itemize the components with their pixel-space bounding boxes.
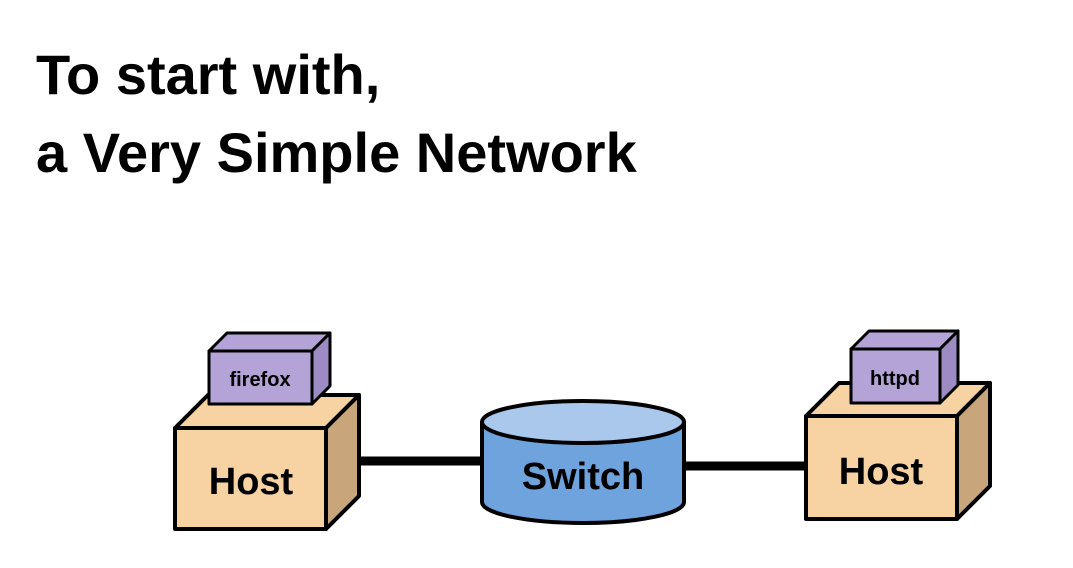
firefox-app-label: firefox [229, 369, 290, 391]
slide-title: To start with, a Very Simple Network [36, 36, 637, 192]
title-line-1: To start with, [36, 43, 381, 106]
httpd-app-box: httpd [849, 329, 960, 405]
right-host: Host [804, 381, 992, 521]
left-host-front [173, 426, 328, 531]
switch-body [480, 420, 686, 525]
title-line-2: a Very Simple Network [36, 121, 637, 184]
firefox-app-front [207, 349, 314, 406]
left-host: Host [173, 393, 361, 531]
right-host-front [804, 414, 959, 521]
firefox-app-top [207, 331, 332, 353]
firefox-app-box: firefox [207, 331, 332, 406]
switch-top [480, 399, 686, 445]
right-host-label: Host [839, 451, 924, 493]
switch-label: Switch [522, 456, 644, 498]
switch: Switch [480, 399, 686, 525]
httpd-app-front [849, 347, 942, 405]
left-host-label: Host [209, 461, 294, 503]
httpd-app-label: httpd [870, 368, 920, 390]
